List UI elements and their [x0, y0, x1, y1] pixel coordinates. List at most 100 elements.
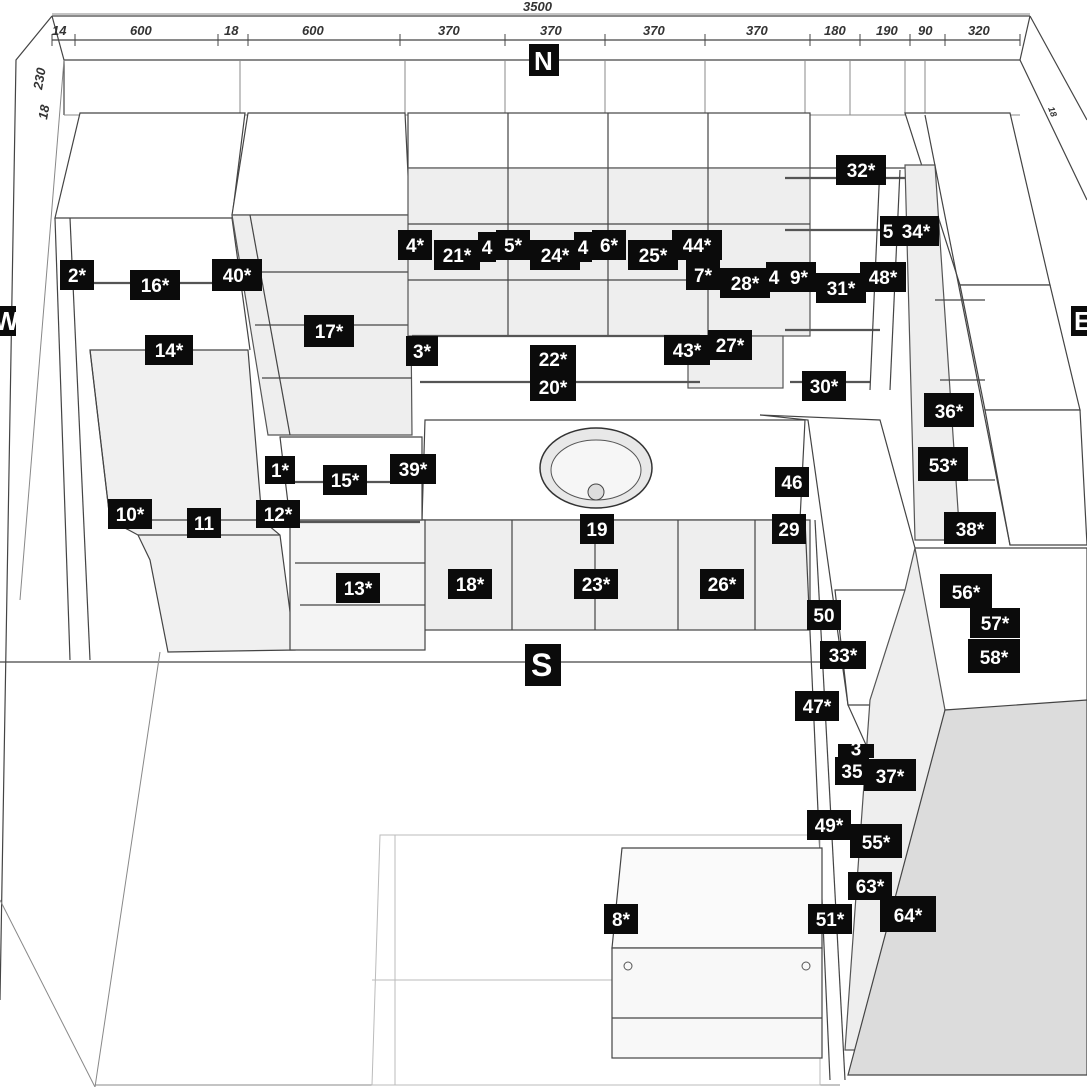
part-tag: 37*: [864, 759, 916, 791]
part-tag: 30*: [802, 371, 846, 401]
part-tag: 35: [835, 757, 869, 785]
dim-left-18: 18: [35, 103, 52, 121]
part-tag-box: [816, 273, 866, 303]
part-tag: 47*: [795, 691, 839, 721]
part-tag-box: [406, 336, 438, 366]
part-tag: 4: [574, 232, 592, 262]
part-tag-box: [130, 270, 180, 300]
dim-seg-10: 90: [918, 23, 933, 38]
part-tag-box: [323, 465, 367, 495]
part-tag: 27*: [708, 330, 752, 360]
part-tag-box: [802, 371, 846, 401]
part-tag-box: [530, 373, 576, 401]
part-tag-label: 35: [841, 762, 863, 783]
part-tag-label: 38*: [956, 520, 985, 541]
part-tag-label: 34*: [902, 222, 931, 243]
part-tag-box: [940, 574, 992, 608]
part-tag-label: 8*: [612, 910, 631, 931]
dim-seg-5: 370: [540, 23, 562, 38]
part-tag-label: 36*: [935, 402, 964, 423]
compass-north-label: N: [534, 46, 553, 76]
part-tag: 40*: [212, 259, 262, 291]
dim-left-230: 230: [30, 66, 49, 92]
part-tag-box: [574, 569, 618, 599]
part-tag: 3*: [406, 336, 438, 366]
part-tag-label: 6*: [600, 236, 619, 257]
part-tag: 14*: [145, 335, 193, 365]
part-tag-box: [860, 262, 906, 292]
part-tag-label: 5: [883, 222, 894, 243]
part-tag: 63*: [848, 872, 892, 900]
part-tag: 23*: [574, 569, 618, 599]
part-tag: 33*: [820, 641, 866, 669]
part-tag-label: 58*: [980, 648, 1009, 669]
part-tag: 4*: [398, 230, 432, 260]
part-tag: 18*: [448, 569, 492, 599]
part-tag-box: [970, 608, 1020, 638]
part-tag-label: 10*: [116, 505, 145, 526]
part-tag: 5*: [496, 230, 530, 260]
part-tag-label: 43*: [673, 341, 702, 362]
part-tag-box: [775, 467, 809, 497]
dim-seg-4: 370: [438, 23, 460, 38]
part-tag-box: [108, 499, 152, 529]
part-tag: 11: [187, 508, 221, 538]
part-tag-box: [390, 454, 436, 484]
part-tag-box: [304, 315, 354, 347]
part-tag-label: 31*: [827, 279, 856, 300]
part-tag-label: 56*: [952, 583, 981, 604]
part-tag-box: [700, 569, 744, 599]
part-tag-box: [496, 230, 530, 260]
part-tag-label: 24*: [541, 246, 570, 267]
part-tag: 12*: [256, 500, 300, 528]
part-tag-box: [944, 512, 996, 544]
part-tag-box: [836, 155, 886, 185]
part-tag-label: 17*: [315, 322, 344, 343]
part-tag-box: [212, 259, 262, 291]
part-tag: 15*: [323, 465, 367, 495]
part-tag: 46: [775, 467, 809, 497]
part-tag-label: 19: [586, 520, 607, 541]
part-tag-label: 47*: [803, 697, 832, 718]
part-tag-label: 33*: [829, 646, 858, 667]
part-tag-box: [265, 456, 295, 484]
part-tag: 57*: [970, 608, 1020, 638]
part-tag-label: 46: [781, 473, 802, 494]
part-tag-label: 9*: [790, 268, 809, 289]
part-tag-box: [880, 216, 896, 246]
part-tag-box: [604, 904, 638, 934]
part-tag-label: 13*: [344, 579, 373, 600]
part-tag: 6*: [592, 230, 626, 260]
part-tag-box: [880, 896, 936, 932]
part-tag-box: [772, 514, 806, 544]
part-tag-box: [820, 641, 866, 669]
part-tag-box: [574, 232, 592, 262]
part-tag-label: 14*: [155, 341, 184, 362]
dim-seg-1: 600: [130, 23, 152, 38]
part-tag-box: [708, 330, 752, 360]
part-tag-box: [145, 335, 193, 365]
part-tag-box: [448, 569, 492, 599]
part-tag-label: 20*: [539, 378, 568, 399]
part-tag: 5: [880, 216, 896, 246]
part-tag-label: 30*: [810, 377, 839, 398]
part-tag-box: [864, 759, 916, 791]
part-tag: 17*: [304, 315, 354, 347]
part-tag-box: [838, 744, 874, 758]
part-tag-label: 32*: [847, 161, 876, 182]
part-tag: 1*: [265, 456, 295, 484]
part-tag-box: [848, 872, 892, 900]
dimension-line: 3500 14 600 18 600 370 370 370 370 180 1…: [30, 0, 1059, 121]
compass-east-label: E: [1074, 306, 1087, 336]
floor-island: [371, 834, 823, 1086]
part-tag: 64*: [880, 896, 936, 932]
part-tag-box: [766, 262, 782, 292]
part-tag: 7*: [686, 260, 720, 290]
dim-seg-6: 370: [643, 23, 665, 38]
part-tag-box: [628, 240, 678, 270]
part-tag-box: [807, 810, 851, 840]
part-tag-box: [808, 904, 852, 934]
part-tag: 21*: [434, 240, 480, 270]
part-tag-box: [672, 230, 722, 260]
